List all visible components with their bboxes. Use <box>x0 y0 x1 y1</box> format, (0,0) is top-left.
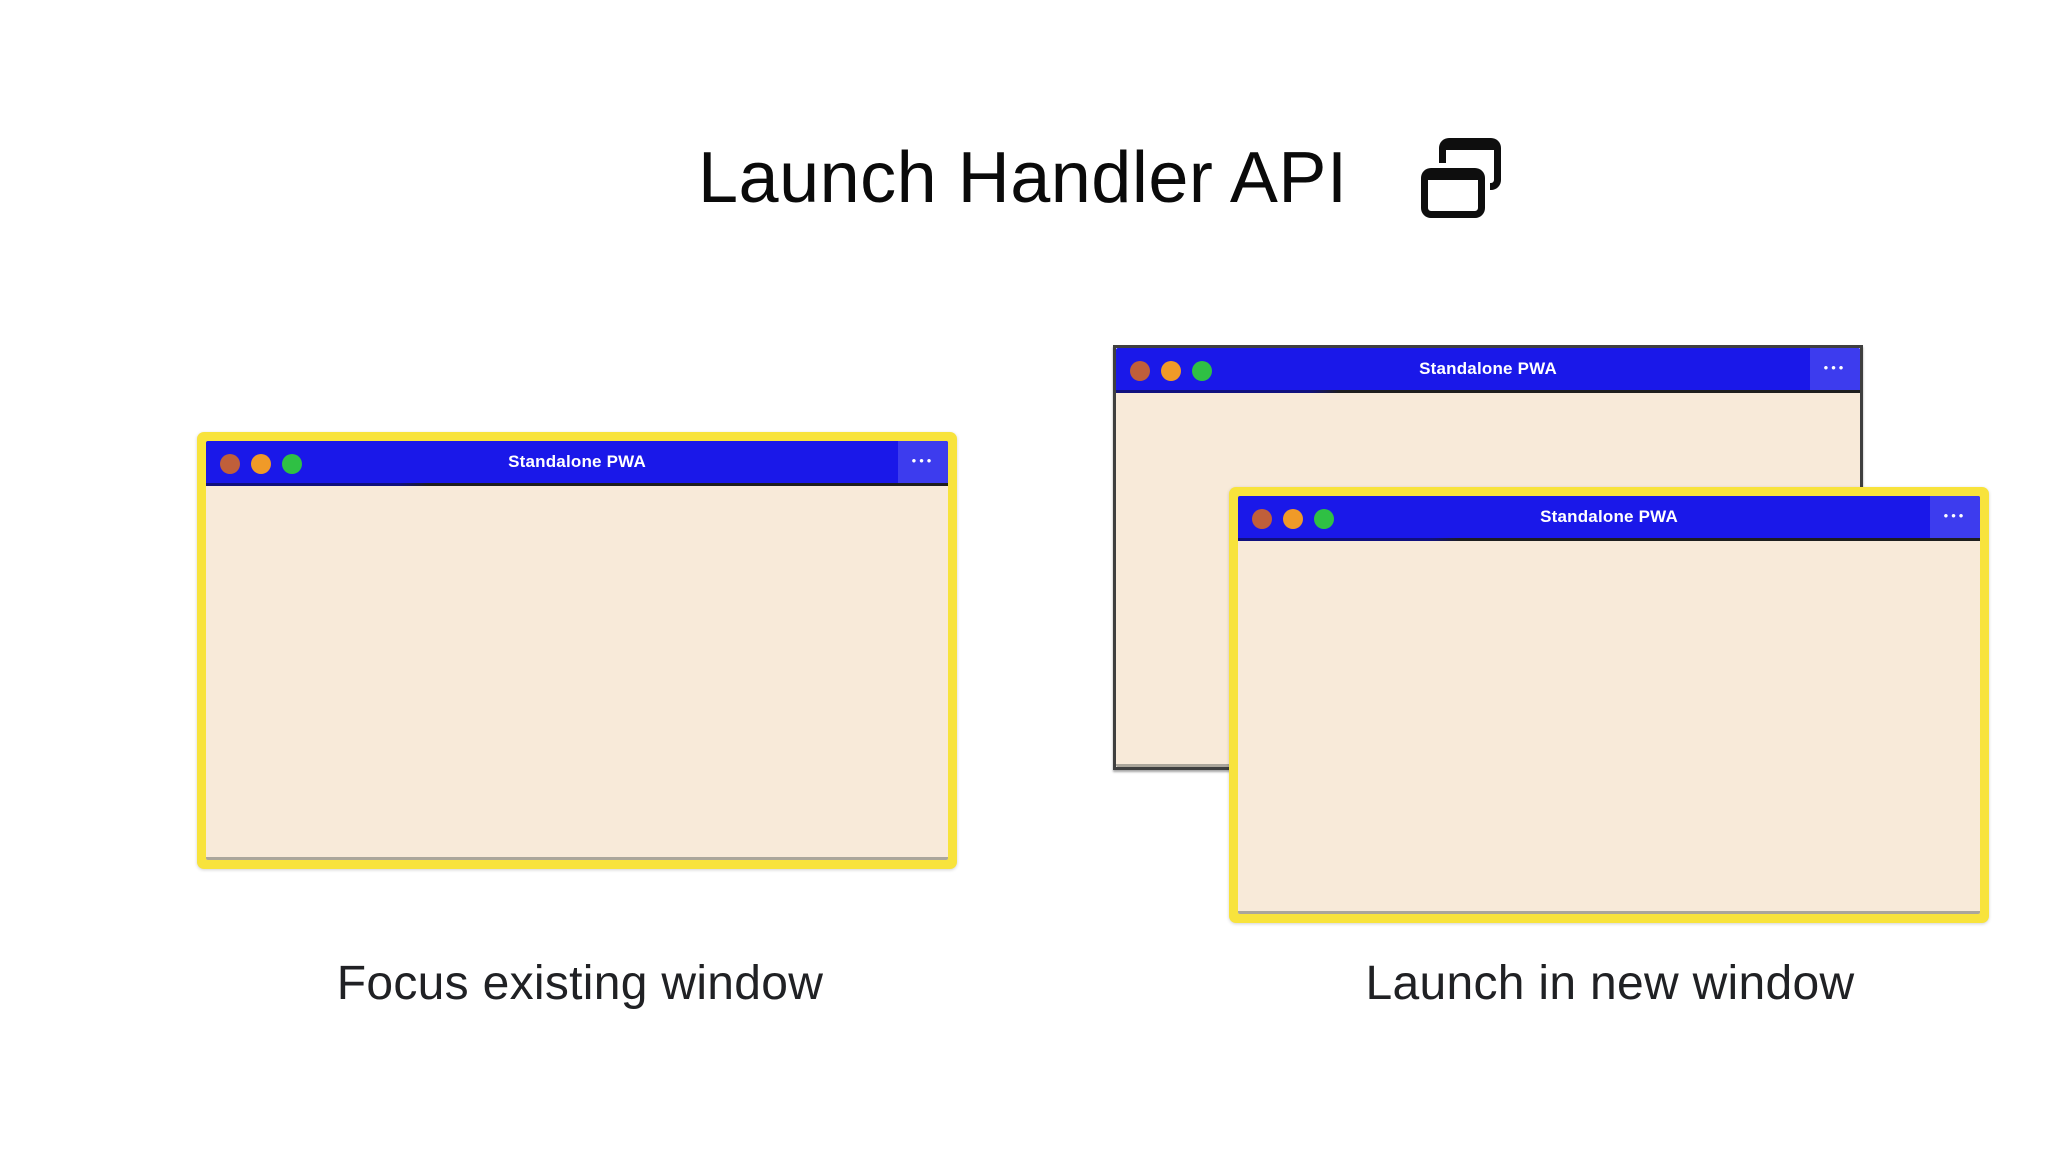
titlebar: Standalone PWA ••• <box>1116 348 1860 393</box>
close-button[interactable] <box>220 453 240 474</box>
window-title: Standalone PWA <box>508 452 646 471</box>
overlapping-windows-icon <box>1421 138 1502 218</box>
minimize-button[interactable] <box>1161 360 1181 381</box>
header: Launch Handler API <box>698 128 1502 228</box>
close-button[interactable] <box>1252 508 1272 529</box>
focused-existing-pwa-window: Standalone PWA ••• <box>197 432 957 869</box>
titlebar-shadow <box>1238 538 1980 541</box>
maximize-button[interactable] <box>282 453 302 474</box>
traffic-lights <box>1130 360 1212 381</box>
overflow-menu-button[interactable]: ••• <box>1810 348 1860 390</box>
titlebar-shadow <box>1116 390 1860 393</box>
window-content-area <box>206 486 948 860</box>
window-title: Standalone PWA <box>1419 359 1557 378</box>
new-launched-pwa-window: Standalone PWA ••• <box>1229 487 1989 923</box>
titlebar: Standalone PWA ••• <box>206 441 948 486</box>
overflow-menu-button[interactable]: ••• <box>898 441 948 483</box>
caption-focus-existing-window: Focus existing window <box>336 957 824 1010</box>
traffic-lights <box>1252 508 1334 529</box>
window-title: Standalone PWA <box>1540 507 1678 526</box>
minimize-button[interactable] <box>1283 508 1303 529</box>
maximize-button[interactable] <box>1192 360 1212 381</box>
window-frame: Standalone PWA ••• <box>1238 496 1980 914</box>
ellipsis-icon: ••• <box>1943 507 1967 523</box>
close-button[interactable] <box>1130 360 1150 381</box>
page-title: Launch Handler API <box>698 138 1348 218</box>
overflow-menu-button[interactable]: ••• <box>1930 496 1980 538</box>
maximize-button[interactable] <box>1314 508 1334 529</box>
titlebar: Standalone PWA ••• <box>1238 496 1980 541</box>
titlebar-shadow <box>206 483 948 486</box>
ellipsis-icon: ••• <box>911 452 935 468</box>
ellipsis-icon: ••• <box>1823 359 1847 375</box>
minimize-button[interactable] <box>251 453 271 474</box>
traffic-lights <box>220 453 302 474</box>
icon-front-window-pane <box>1421 168 1486 218</box>
caption-launch-in-new-window: Launch in new window <box>1365 957 1855 1010</box>
window-content-area <box>1238 541 1980 914</box>
window-frame: Standalone PWA ••• <box>206 441 948 860</box>
